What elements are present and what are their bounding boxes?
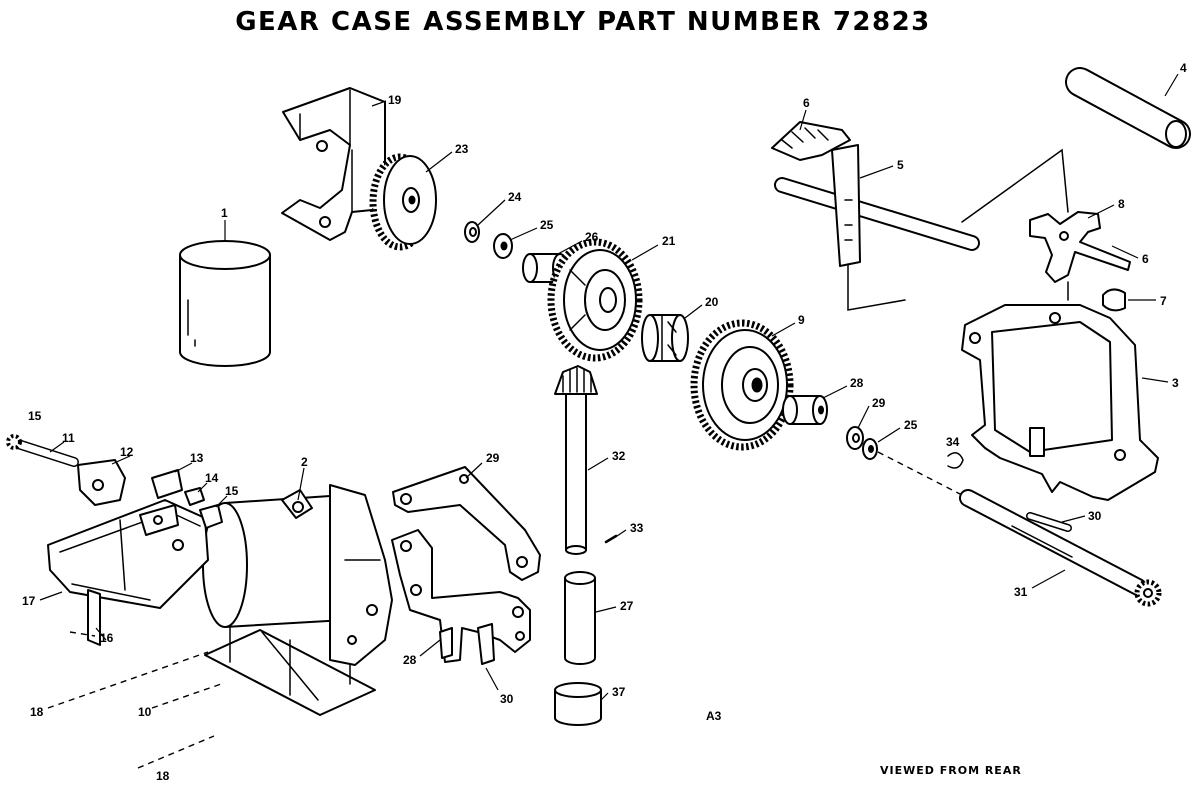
callout-cylinder: 1 <box>221 206 228 220</box>
callout-washer-c: 25 <box>904 418 918 432</box>
callout-ref-18a: 18 <box>30 705 44 719</box>
part-washer-a <box>464 221 480 243</box>
callout-pin-small: 33 <box>630 521 644 535</box>
callout-plate-left: 28 <box>403 653 417 667</box>
assembly-axis-line <box>877 451 963 496</box>
part-sleeve-b <box>564 571 596 665</box>
linkage-lines <box>847 148 1069 311</box>
part-nut-a <box>493 233 513 259</box>
part-cap <box>1102 288 1126 312</box>
part-coupling <box>641 314 689 362</box>
callout-bracket-top: 19 <box>388 93 402 107</box>
callout-washer-a: 24 <box>508 190 522 204</box>
part-15 <box>199 504 223 529</box>
part-bevel-gear <box>547 238 643 362</box>
callout-shaft-long: 31 <box>1014 585 1028 599</box>
callout-part-14: 14 <box>205 471 219 485</box>
callout-disc: 23 <box>455 142 469 156</box>
part-bracket-left <box>47 499 209 646</box>
callout-clip: 34 <box>946 435 960 449</box>
callout-grip: 4 <box>1180 61 1187 75</box>
part-pin-right <box>1026 512 1072 532</box>
callout-nut-a: 25 <box>540 218 554 232</box>
view-note: VIEWED FROM REAR <box>880 764 1022 777</box>
part-bracket-mid <box>392 466 541 581</box>
part-cylinder <box>179 240 271 367</box>
part-pinion-shaft <box>554 365 598 555</box>
callout-ref-18b: 18 <box>156 769 170 783</box>
callout-leader-lines <box>39 73 1179 701</box>
callout-part-13: 13 <box>190 451 204 465</box>
callout-shaft-left: 11 <box>62 431 75 445</box>
callout-plate-right: 30 <box>500 692 514 706</box>
diagram-title: GEAR CASE ASSEMBLY PART NUMBER 72823 <box>235 7 931 37</box>
sheet-reference: A3 <box>706 709 722 723</box>
callout-bushing-a: 28 <box>850 376 864 390</box>
part-plates-lower <box>391 529 531 665</box>
callout-part-15: 15 <box>225 484 239 498</box>
callout-pin-right: 30 <box>1088 509 1102 523</box>
part-pin-small <box>604 534 618 544</box>
part-spur-gear <box>690 319 794 451</box>
callout-fork-lower: 6 <box>1142 252 1149 266</box>
part-shaft-long <box>959 489 1162 607</box>
callout-fork-upper: 8 <box>1118 197 1125 211</box>
part-shaft-left <box>6 434 79 467</box>
callout-lever-comb: 6 <box>803 96 810 110</box>
callout-washer-b: 29 <box>872 396 886 410</box>
callout-bracket-left: 17 <box>22 594 36 608</box>
callout-sleeve-b: 27 <box>620 599 634 613</box>
part-13 <box>151 469 183 499</box>
callout-gear-case: 3 <box>1172 376 1179 390</box>
callout-bushing-b: 37 <box>612 685 626 699</box>
callout-pinion-shaft: 32 <box>612 449 626 463</box>
part-disc <box>369 153 437 251</box>
callout-coupling: 20 <box>705 295 719 309</box>
part-bracket-top <box>281 87 386 241</box>
callout-cap: 7 <box>1160 294 1167 308</box>
part-washer-c <box>862 438 878 460</box>
part-lever <box>774 144 980 267</box>
callout-bevel-gear: 21 <box>662 234 676 248</box>
part-14 <box>184 487 205 506</box>
callout-sleeve-a: 26 <box>585 230 599 244</box>
callout-motor: 2 <box>301 455 308 469</box>
part-grip <box>1065 67 1191 149</box>
part-motor <box>202 484 393 666</box>
callout-lever: 5 <box>897 158 904 172</box>
part-bushing-a <box>782 395 828 425</box>
part-lever-comb <box>771 121 851 161</box>
part-washer-b <box>846 426 864 450</box>
part-fork <box>1029 211 1131 283</box>
part-plate-small <box>77 459 126 506</box>
part-bushing-b <box>554 682 602 726</box>
callout-leg: 16 <box>100 631 114 645</box>
callout-shaft-end: 15 <box>28 409 42 423</box>
part-motor-base <box>204 611 376 716</box>
callout-plate-small: 12 <box>120 445 134 459</box>
callout-ref-10: 10 <box>138 705 152 719</box>
callout-spur-gear: 9 <box>798 313 805 327</box>
callout-bracket-mid: 29 <box>486 451 500 465</box>
left-reference-dashed-lines <box>47 631 225 769</box>
part-gear-case <box>961 304 1159 501</box>
part-clip <box>947 452 964 469</box>
